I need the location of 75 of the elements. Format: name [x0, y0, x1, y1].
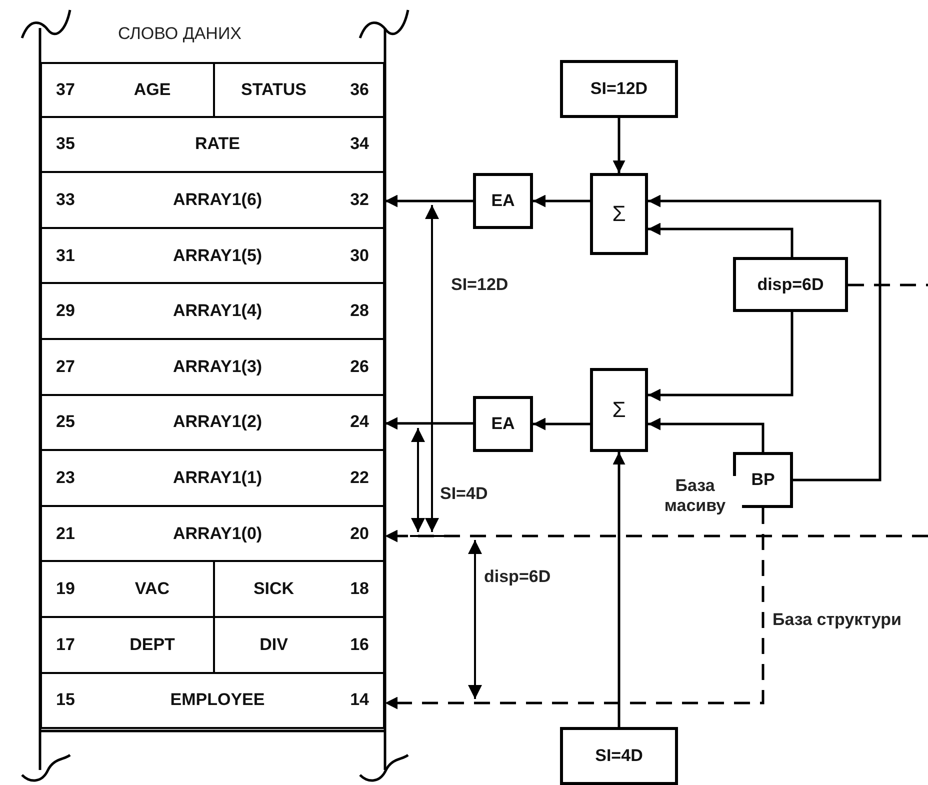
field-name: ARRAY1(3) [172, 356, 264, 378]
register-box: SI=4D [560, 727, 678, 785]
memory-row [40, 562, 385, 618]
field-name: SICK [212, 562, 333, 616]
field-name: ARRAY1(2) [172, 411, 264, 434]
connector-arrow [648, 222, 794, 257]
field-name: VAC [134, 578, 171, 600]
dimension-label: SI=12D [451, 275, 508, 295]
connector-arrow [648, 418, 764, 452]
connector-arrow [385, 508, 764, 710]
memory-row [40, 618, 385, 674]
field-name: ARRAY1(5) [172, 244, 264, 267]
address-number: 14 [349, 689, 370, 712]
connector-arrow [385, 194, 473, 208]
memory-row [40, 62, 385, 118]
field-name: EMPLOYEE [169, 689, 266, 712]
register-box: BP [733, 452, 793, 508]
address-number: 32 [349, 188, 370, 211]
address-number: 21 [55, 522, 76, 545]
field-name: RATE [194, 133, 241, 156]
adder-box: Σ [590, 368, 648, 452]
connector-arrow [533, 418, 590, 430]
memory-row [40, 396, 385, 452]
address-number: 27 [55, 356, 76, 378]
field-name: AGE [132, 78, 172, 101]
table-heading: СЛОВО ДАНИХ [118, 24, 242, 44]
address-number: 19 [55, 578, 76, 600]
field-name: DIV [212, 618, 333, 672]
memory-row [40, 340, 385, 396]
memory-row [40, 674, 385, 730]
address-number: 33 [55, 188, 76, 211]
field-name: DEPT [128, 634, 176, 656]
connector-arrow [533, 194, 590, 208]
address-number: 30 [349, 244, 370, 267]
field-name: ARRAY1(6) [172, 188, 264, 211]
memory-row [40, 284, 385, 340]
address-number: 37 [55, 78, 76, 101]
field-name: ARRAY1(0) [172, 522, 264, 545]
address-number: 31 [55, 244, 76, 267]
memory-row [40, 228, 385, 284]
field-name: STATUS [212, 64, 333, 116]
connector-arrow [648, 312, 794, 402]
dimension-label: SI=4D [440, 484, 488, 504]
address-number: 23 [55, 466, 76, 489]
address-number: 34 [349, 133, 370, 156]
register-box: SI=12D [560, 60, 678, 118]
address-box: EA [473, 173, 533, 229]
connector-arrow [612, 118, 626, 173]
memory-row [40, 506, 385, 562]
memory-row [40, 118, 385, 174]
address-number: 26 [349, 356, 370, 378]
dimension-label: disp=6D [484, 567, 551, 587]
field-name: ARRAY1(4) [172, 300, 264, 322]
address-number: 20 [349, 522, 370, 545]
address-number: 15 [55, 689, 76, 712]
address-number: 16 [349, 634, 370, 656]
connector-arrow [385, 530, 928, 542]
address-box: EA [473, 396, 533, 452]
adder-box: Σ [590, 173, 648, 255]
address-number: 35 [55, 133, 76, 156]
address-number: 22 [349, 466, 370, 489]
address-number: 18 [349, 578, 370, 600]
address-number: 29 [55, 300, 76, 322]
memory-row [40, 451, 385, 507]
connector-arrow [648, 194, 882, 482]
register-box: disp=6D [733, 257, 848, 312]
memory-row [40, 173, 385, 229]
address-number: 28 [349, 300, 370, 322]
connector-arrow [612, 452, 626, 727]
address-number: 36 [349, 78, 370, 101]
field-name: ARRAY1(1) [172, 466, 264, 489]
address-number: 24 [349, 411, 370, 434]
address-number: 25 [55, 411, 76, 434]
connector-arrow [385, 417, 473, 430]
address-number: 17 [55, 634, 76, 656]
